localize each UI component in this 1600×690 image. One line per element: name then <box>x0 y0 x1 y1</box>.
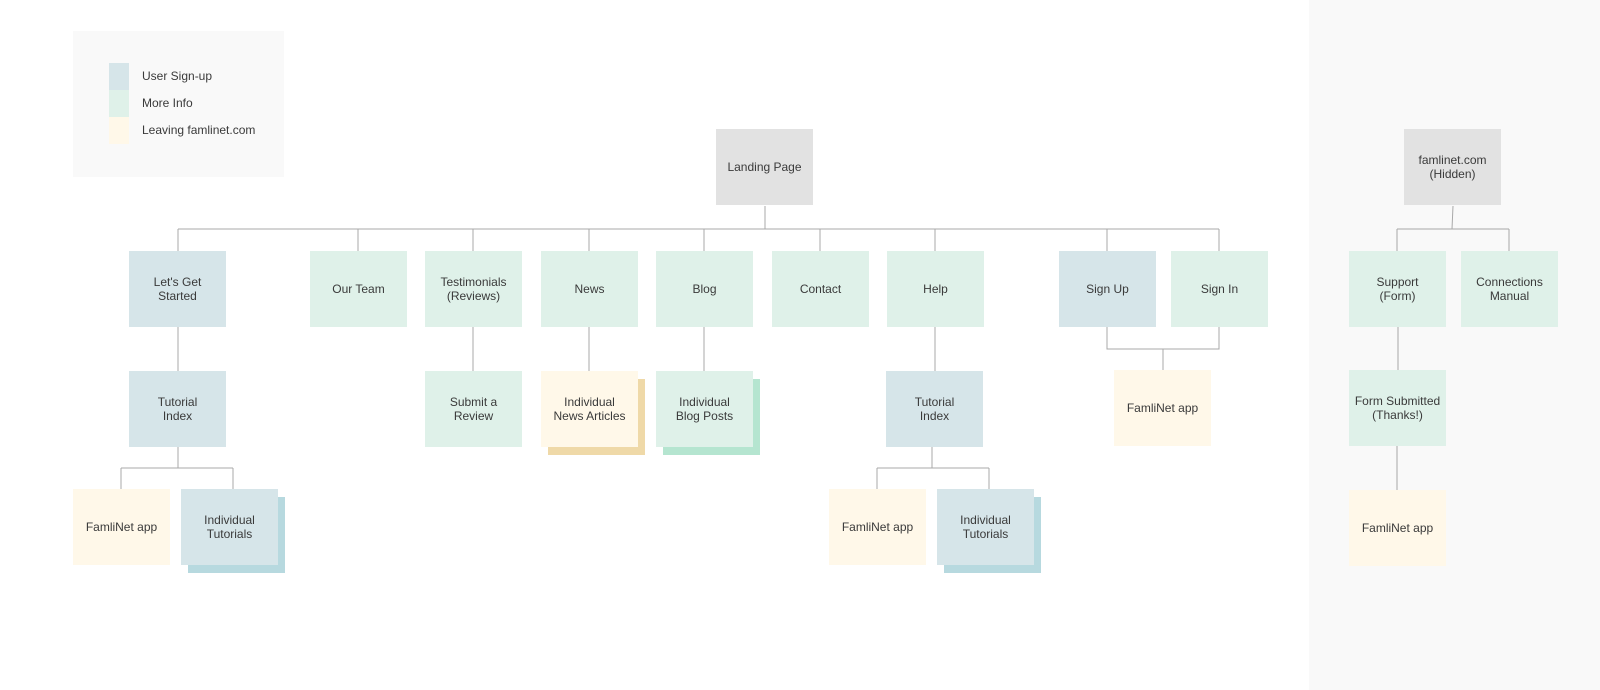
node-news-articles[interactable]: Individual News Articles <box>541 371 638 447</box>
node-label: Let's Get Started <box>153 275 202 303</box>
node-our-team[interactable]: Our Team <box>310 251 407 327</box>
connector-signup-signin-app <box>1106 327 1220 370</box>
node-label: FamliNet app <box>85 520 158 534</box>
node-label: Sign Up <box>1086 282 1129 296</box>
node-label: Blog <box>692 282 717 296</box>
node-label: Testimonials (Reviews) <box>440 275 507 303</box>
node-label: Form Submitted (Thanks!) <box>1354 394 1441 422</box>
node-label: Support (Form) <box>1376 275 1419 303</box>
connector-tutorial-index-2-children <box>876 447 990 489</box>
legend: User Sign-up More Info Leaving famlinet.… <box>73 31 284 177</box>
node-label: Tutorial Index <box>157 395 198 423</box>
node-sign-up[interactable]: Sign Up <box>1059 251 1156 327</box>
node-label: Individual News Articles <box>553 395 626 423</box>
node-label: Tutorial Index <box>914 395 955 423</box>
node-sign-in[interactable]: Sign In <box>1171 251 1268 327</box>
node-submit-review[interactable]: Submit a Review <box>425 371 522 447</box>
legend-label-more-info: More Info <box>142 96 193 110</box>
node-famlinet-app-signin[interactable]: FamliNet app <box>1114 370 1211 446</box>
legend-label-leaving: Leaving famlinet.com <box>142 123 256 137</box>
node-label: FamliNet app <box>1126 401 1199 415</box>
legend-label-user-signup: User Sign-up <box>142 69 213 83</box>
node-connections-manual[interactable]: Connections Manual <box>1461 251 1558 327</box>
node-individual-tutorials-1[interactable]: Individual Tutorials <box>181 489 278 565</box>
node-individual-tutorials-2[interactable]: Individual Tutorials <box>937 489 1034 565</box>
node-label: Our Team <box>332 282 385 296</box>
node-lets-get-started[interactable]: Let's Get Started <box>129 251 226 327</box>
node-contact[interactable]: Contact <box>772 251 869 327</box>
legend-swatch-leaving <box>109 117 129 144</box>
node-label: FamliNet app <box>1361 521 1434 535</box>
node-support[interactable]: Support (Form) <box>1349 251 1446 327</box>
node-famlinet-app-2[interactable]: FamliNet app <box>829 489 926 565</box>
legend-swatch-user-signup <box>109 63 129 90</box>
node-label: Individual Tutorials <box>960 513 1011 541</box>
node-label: Sign In <box>1200 282 1239 296</box>
node-tutorial-index-1[interactable]: Tutorial Index <box>129 371 226 447</box>
node-tutorial-index-2[interactable]: Tutorial Index <box>886 371 983 447</box>
node-blog-posts[interactable]: Individual Blog Posts <box>656 371 753 447</box>
node-label: Submit a Review <box>449 395 498 423</box>
legend-swatch-more-info <box>109 90 129 117</box>
node-news[interactable]: News <box>541 251 638 327</box>
node-label: Individual Blog Posts <box>675 395 734 423</box>
node-famlinet-app-1[interactable]: FamliNet app <box>73 489 170 565</box>
node-famlinet-app-support[interactable]: FamliNet app <box>1349 490 1446 566</box>
node-testimonials[interactable]: Testimonials (Reviews) <box>425 251 522 327</box>
hidden-pages-panel <box>1309 0 1600 690</box>
node-blog[interactable]: Blog <box>656 251 753 327</box>
node-label: News <box>574 282 605 296</box>
connector-tutorial-index-1-children <box>120 447 234 489</box>
node-label: Contact <box>799 282 842 296</box>
node-form-submitted[interactable]: Form Submitted (Thanks!) <box>1349 370 1446 446</box>
node-label: Connections Manual <box>1476 275 1543 303</box>
node-hidden-root[interactable]: famlinet.com (Hidden) <box>1404 129 1501 205</box>
node-landing-page[interactable]: Landing Page <box>716 129 813 205</box>
node-label: Individual Tutorials <box>204 513 255 541</box>
node-label: FamliNet app <box>841 520 914 534</box>
connector-hidden-trunk <box>1396 205 1510 251</box>
node-help[interactable]: Help <box>887 251 984 327</box>
node-label: famlinet.com (Hidden) <box>1418 153 1487 181</box>
node-label: Help <box>923 282 948 296</box>
node-label: Landing Page <box>727 160 802 174</box>
